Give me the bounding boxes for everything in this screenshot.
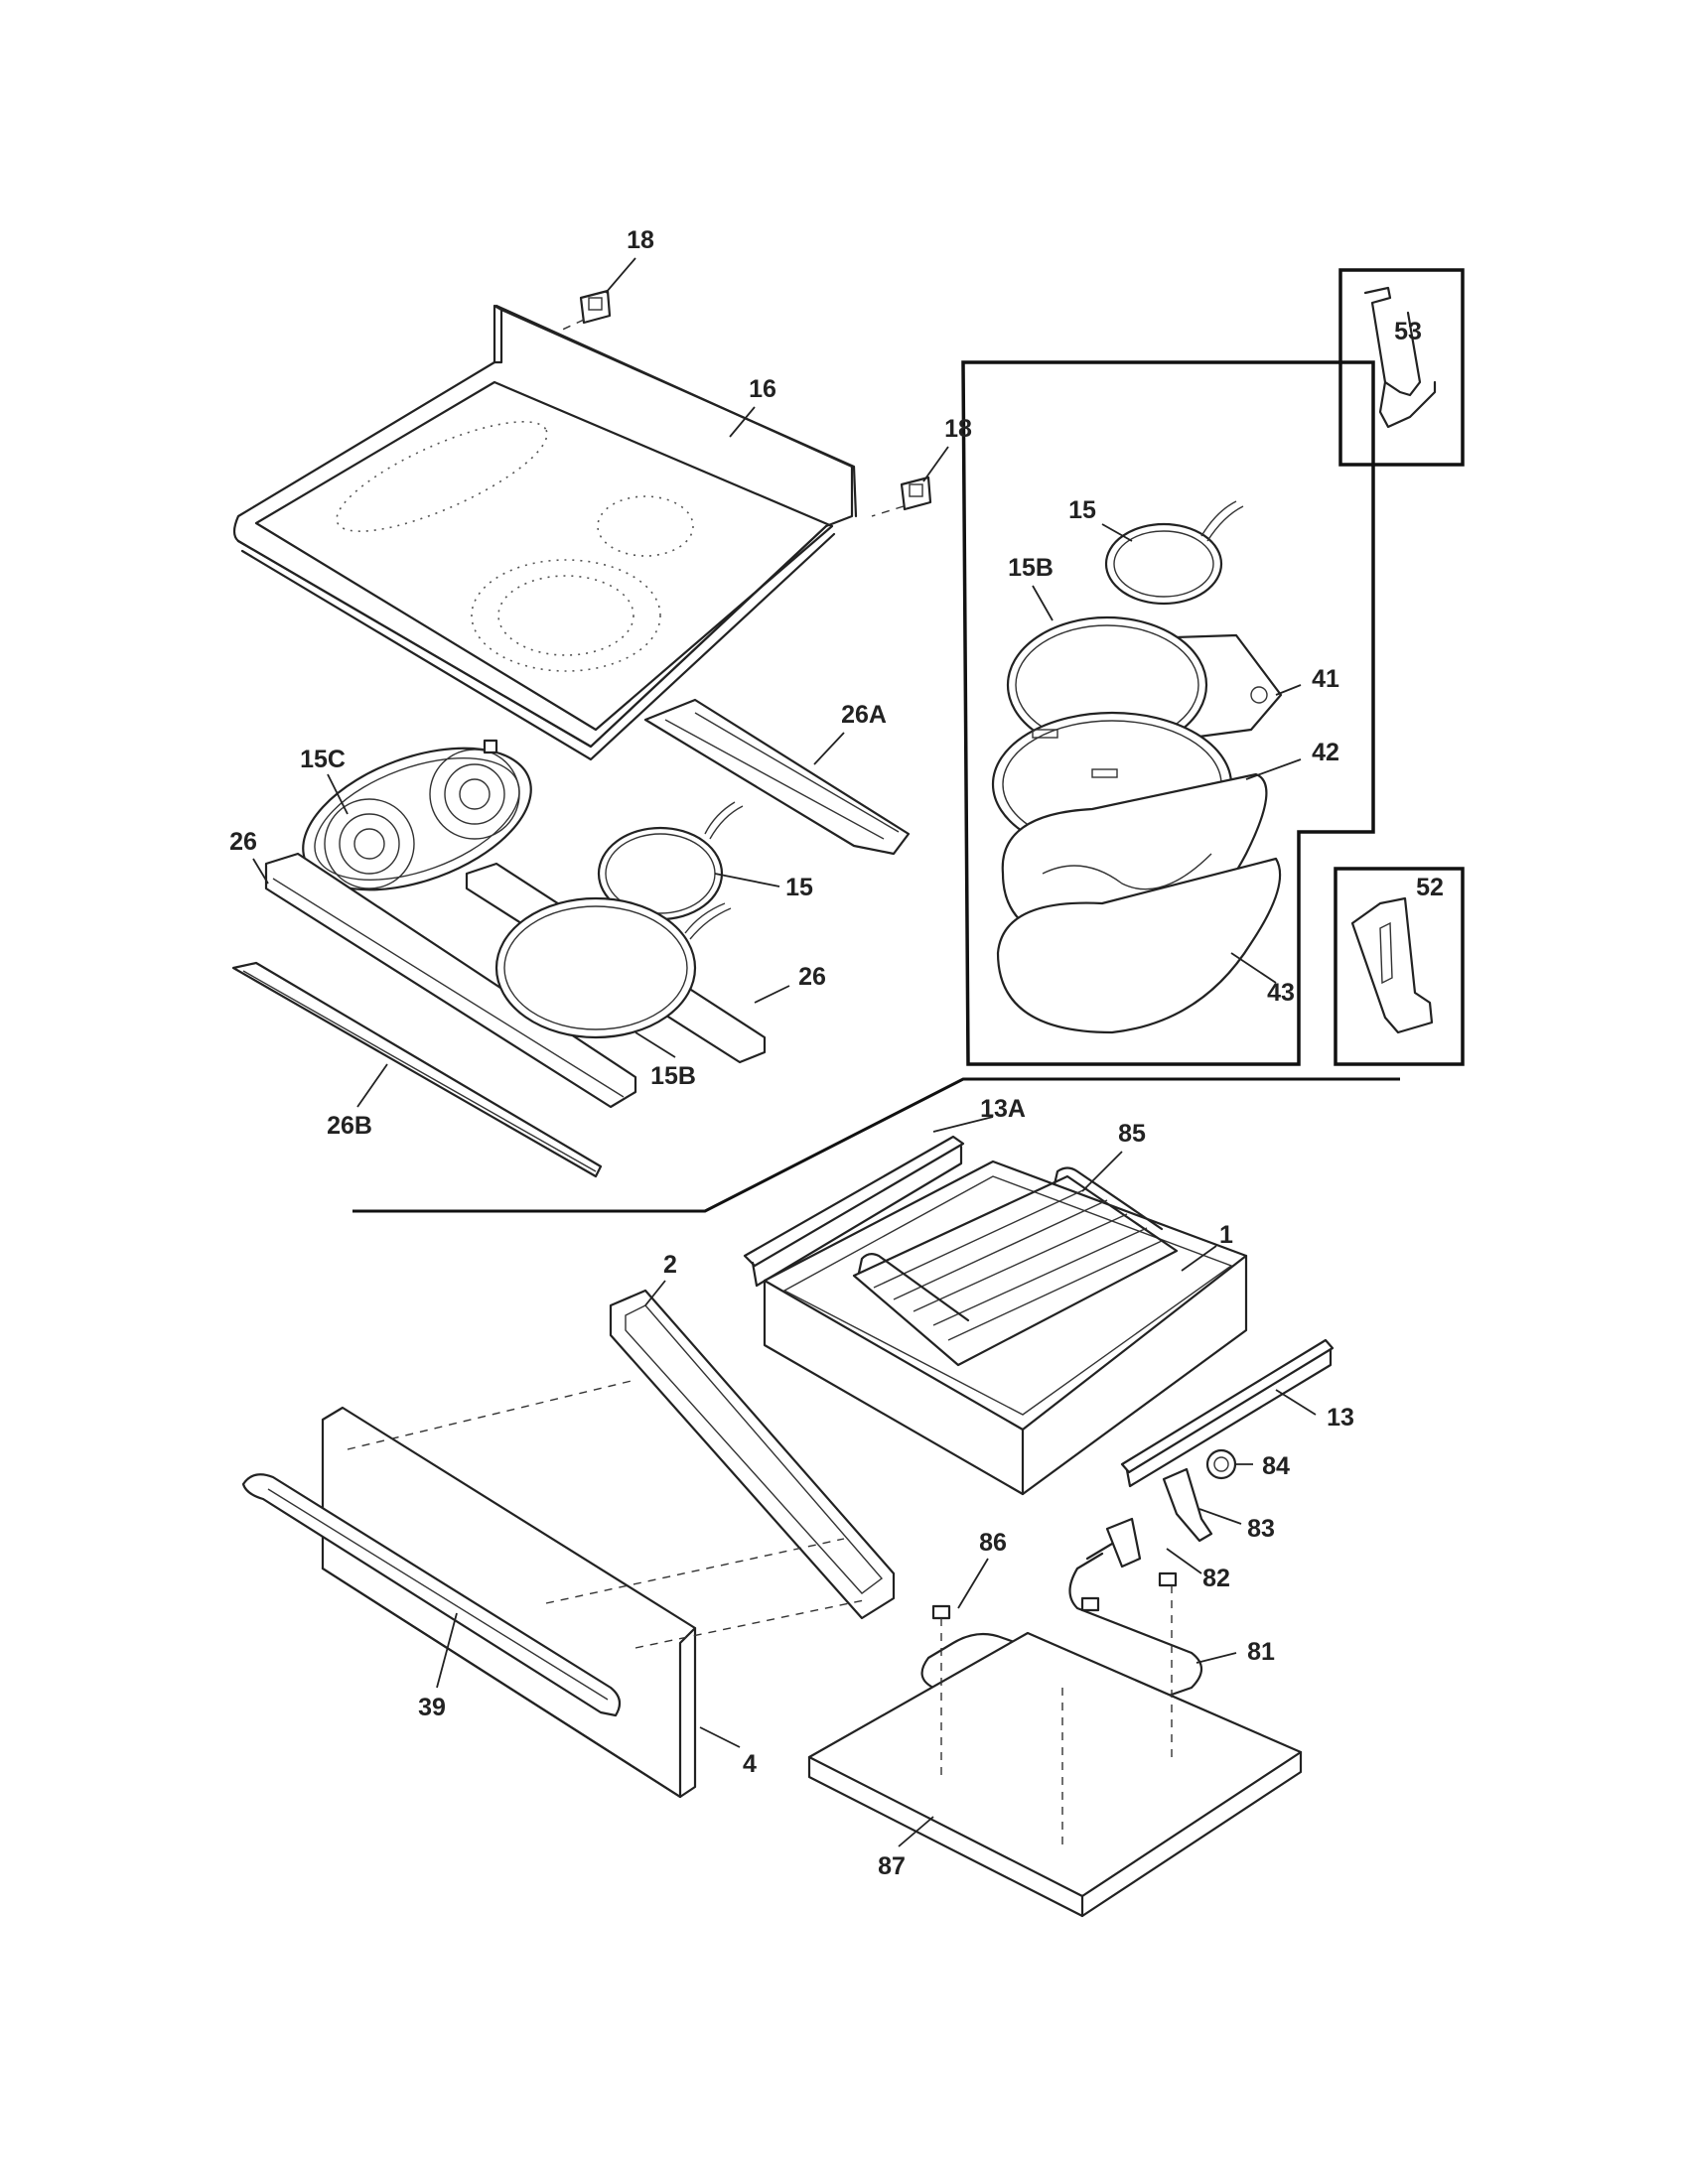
warmer-drawer-box: [763, 1160, 1248, 1496]
drawer-slide-rail-left: [743, 1135, 965, 1288]
callout-13: 13: [1327, 1404, 1354, 1432]
callout-26-left: 26: [229, 828, 257, 856]
bracket-part-52: [1350, 896, 1434, 1034]
section-divider: [352, 1077, 1400, 1213]
callout-26b: 26B: [327, 1112, 372, 1140]
inset-small-element: [1104, 500, 1244, 606]
sensor-bracket: [1162, 1467, 1213, 1543]
drawer-inner-panel: [609, 1289, 896, 1620]
thermostat-sensor: [1205, 1448, 1237, 1480]
element-clips: [931, 1571, 1178, 1620]
callout-87: 87: [878, 1852, 906, 1880]
callout-84: 84: [1262, 1452, 1290, 1480]
leader-lines: [252, 257, 1317, 1847]
front-trim-strip: [231, 961, 603, 1178]
callout-26-right: 26: [798, 963, 826, 991]
callout-15c: 15C: [300, 746, 346, 773]
callout-81: 81: [1247, 1638, 1275, 1666]
inset-frame-53: [1338, 268, 1465, 467]
callout-15b-inset: 15B: [1008, 554, 1054, 582]
callout-52: 52: [1416, 874, 1444, 901]
callout-26a: 26A: [841, 701, 887, 729]
callout-1: 1: [1219, 1221, 1233, 1249]
dual-oval-radiant-element: [302, 739, 532, 891]
warmer-drawer-rack: [852, 1166, 1179, 1367]
wire-clip-part: [1363, 286, 1437, 429]
callout-86: 86: [979, 1529, 1007, 1557]
large-radiant-element: [494, 896, 732, 1039]
callout-15-inset: 15: [1068, 496, 1096, 524]
callout-4: 4: [743, 1750, 757, 1778]
callout-15b: 15B: [650, 1062, 696, 1090]
inset-frame-elements: [961, 360, 1375, 1066]
cooktop-glass-top: [232, 304, 858, 761]
drawer-bottom-pan: [807, 1631, 1303, 1918]
callout-13a: 13A: [980, 1095, 1026, 1123]
callout-82: 82: [1202, 1565, 1230, 1592]
callout-42: 42: [1312, 739, 1339, 766]
callout-85: 85: [1118, 1120, 1146, 1148]
drawer-front-panel: [321, 1406, 697, 1799]
callout-43: 43: [1267, 979, 1295, 1007]
mounting-clip-left: [579, 289, 612, 325]
callout-53: 53: [1394, 318, 1422, 345]
drawer-slide-rail-right: [1120, 1338, 1335, 1488]
callout-18-right: 18: [944, 415, 972, 443]
inset-frame-52: [1334, 867, 1465, 1066]
callout-2: 2: [663, 1251, 677, 1279]
drawer-handle: [241, 1473, 622, 1717]
callout-16: 16: [749, 375, 776, 403]
mounting-clip-right: [900, 476, 932, 511]
callout-83: 83: [1247, 1515, 1275, 1543]
callout-39: 39: [418, 1694, 446, 1721]
burner-bracket-center: [643, 698, 911, 856]
callout-18-left: 18: [627, 226, 654, 254]
callout-15: 15: [785, 874, 813, 901]
element-mount-bracket: [1105, 1517, 1142, 1569]
callout-41: 41: [1312, 665, 1339, 693]
